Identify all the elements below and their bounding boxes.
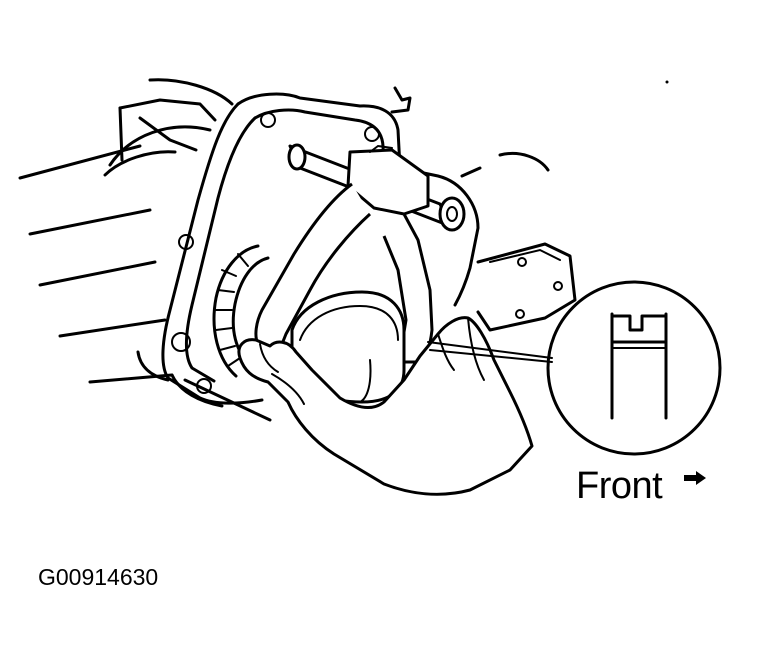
figure-id: G00914630 — [38, 564, 159, 590]
detail-magnifier — [546, 280, 722, 456]
shift-fork-assembly — [254, 143, 466, 364]
shift-sleeve — [290, 290, 406, 404]
right-arrow-icon — [684, 471, 706, 485]
registration-dot — [665, 80, 669, 84]
hand — [237, 316, 534, 496]
transmission-housing — [18, 78, 272, 422]
callout-leader — [427, 341, 553, 363]
rear-cover — [476, 152, 577, 332]
front-direction-label: Front — [576, 465, 663, 507]
